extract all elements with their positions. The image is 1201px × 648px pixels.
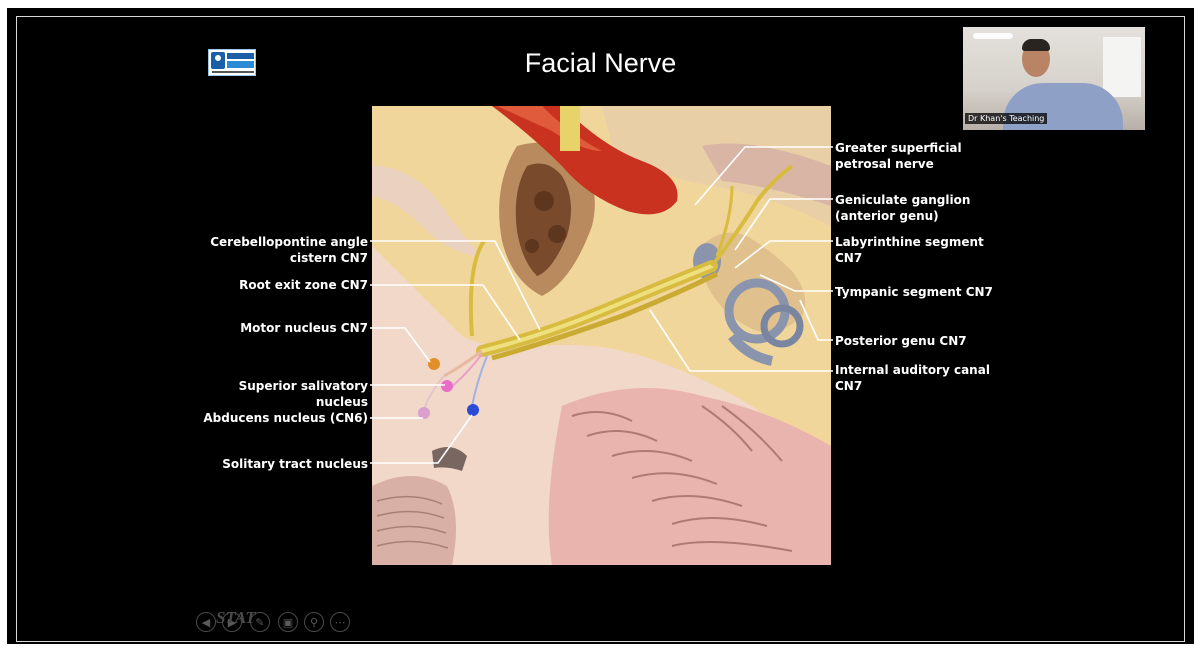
label-greater-superficial-petrosal: Greater superficial petrosal nerve [835,140,1005,172]
label-posterior-genu: Posterior genu CN7 [835,333,1005,349]
label-superior-salivatory: Superior salivatory nucleus [200,378,368,410]
webcam-video-feed[interactable]: Dr Khan's Teaching [963,27,1145,130]
facial-nerve-illustration [372,106,831,565]
label-abducens-nucleus: Abducens nucleus (CN6) [200,410,368,426]
label-motor-nucleus: Motor nucleus CN7 [200,320,368,336]
label-internal-auditory-canal: Internal auditory canal CN7 [835,362,1005,394]
label-labyrinthine-segment: Labyrinthine segment CN7 [835,234,1005,266]
slides-view-button[interactable]: ▣ [278,612,298,632]
zoom-button[interactable]: ⚲ [304,612,324,632]
stat-watermark: STAT [216,608,256,628]
label-geniculate-ganglion: Geniculate ganglion (anterior genu) [835,192,1005,224]
label-root-exit-zone: Root exit zone CN7 [200,277,368,293]
label-tympanic-segment: Tympanic segment CN7 [835,284,1005,300]
more-options-button[interactable]: ⋯ [330,612,350,632]
prev-slide-button[interactable]: ◀ [196,612,216,632]
label-cerebellopontine-angle: Cerebellopontine angle cistern CN7 [200,234,368,266]
label-solitary-tract: Solitary tract nucleus [200,456,368,472]
webcam-name-label: Dr Khan's Teaching [965,113,1047,124]
